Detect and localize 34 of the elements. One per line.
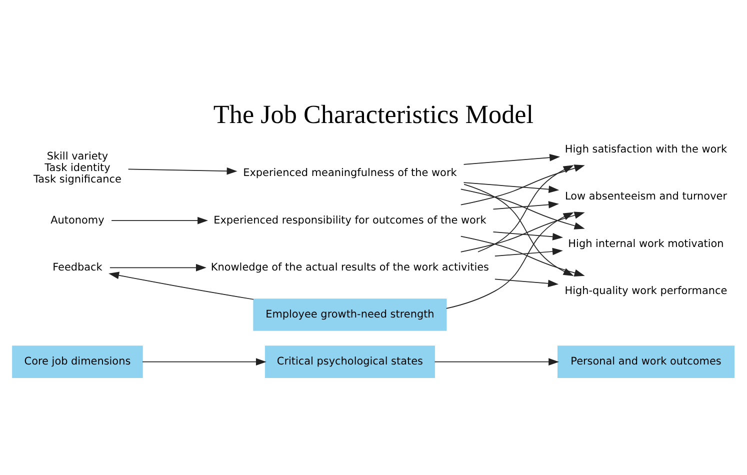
node-box: Employee growth-need strength <box>253 298 447 330</box>
diagram-title: The Job Characteristics Model <box>213 99 534 128</box>
arrow <box>492 231 564 240</box>
node-text: Knowledge of the actual results of the work activities <box>210 260 490 273</box>
node-text: Skill variety Task identity Task significance <box>34 150 122 185</box>
arrow <box>464 183 574 276</box>
arrow <box>108 271 254 300</box>
arrow <box>434 358 560 365</box>
arrow <box>446 212 574 308</box>
node-text: Experienced responsibility for outcomes of the work <box>214 214 486 226</box>
node-box: Core job dimensions <box>12 345 143 378</box>
node-box: Personal and work outcomes <box>557 345 734 378</box>
arrow <box>494 278 559 287</box>
arrow <box>494 247 563 256</box>
node-text: High-quality work performance <box>564 284 728 296</box>
node-text: Feedback <box>52 260 102 273</box>
arrow <box>111 216 208 224</box>
arrow <box>460 235 585 276</box>
node-text: High internal work motivation <box>568 237 724 250</box>
arrow <box>460 188 585 229</box>
node-box: Critical psychological states <box>264 345 435 378</box>
arrow <box>463 153 560 164</box>
arrow <box>463 182 560 192</box>
arrow <box>460 211 585 252</box>
arrow <box>460 164 585 205</box>
node-text: High satisfaction with the work <box>564 143 728 156</box>
arrow <box>110 263 206 271</box>
arrow <box>478 164 574 252</box>
node-text: Experienced meaningfulness of the work <box>243 166 457 179</box>
node-text: Low absenteeism and turnover <box>564 190 727 202</box>
node-text: Autonomy <box>50 214 104 226</box>
arrow <box>142 358 266 365</box>
arrow <box>128 166 238 174</box>
arrow <box>492 200 560 210</box>
